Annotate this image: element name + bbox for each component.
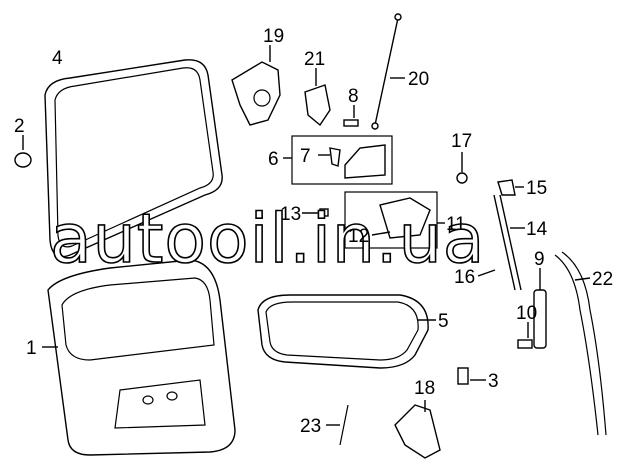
callout-6: 6 — [268, 149, 279, 170]
callout-21: 21 — [304, 49, 325, 70]
part-1-liftgate — [42, 259, 236, 456]
part-22-cable — [554, 251, 607, 436]
part-8-bolt — [343, 105, 359, 127]
part-10-bolt — [517, 322, 533, 349]
watermark: autooil.in.ua — [50, 200, 485, 279]
callout-4: 4 — [52, 48, 63, 69]
part-3-clip — [457, 367, 486, 385]
callout-1: 1 — [26, 338, 37, 359]
callout-3: 3 — [488, 371, 499, 392]
part-9-strut — [533, 268, 547, 349]
callout-7: 7 — [300, 146, 311, 167]
part-6-group — [283, 135, 393, 185]
callout-13: 13 — [280, 204, 301, 225]
part-5-glass — [257, 294, 436, 369]
callout-14: 14 — [526, 219, 548, 240]
callout-18: 18 — [414, 378, 435, 399]
callout-16: 16 — [454, 267, 475, 288]
part-15-bracket — [497, 179, 524, 196]
callout-17: 17 — [451, 131, 472, 152]
part-19-hinge — [231, 45, 281, 126]
callout-15: 15 — [526, 178, 547, 199]
callout-10: 10 — [516, 303, 537, 324]
callout-20: 20 — [408, 69, 429, 90]
part-14-strut — [477, 194, 525, 291]
part-20-strut — [371, 13, 405, 130]
callout-19: 19 — [263, 26, 284, 47]
part-21-bracket — [304, 68, 331, 127]
callout-12: 12 — [348, 226, 369, 247]
part-17-nut — [456, 152, 468, 184]
callout-5: 5 — [438, 311, 449, 332]
part-2-grommet — [14, 135, 32, 168]
callout-8: 8 — [348, 86, 359, 107]
part-11-group — [302, 191, 445, 249]
part-18-handle — [394, 400, 441, 459]
part-4-back-glass — [44, 59, 223, 258]
part-23-harness — [326, 404, 349, 446]
callout-11: 11 — [446, 214, 466, 235]
callout-9: 9 — [534, 249, 545, 270]
callout-23: 23 — [300, 416, 321, 437]
callout-2: 2 — [14, 116, 25, 137]
callout-22: 22 — [592, 269, 613, 290]
